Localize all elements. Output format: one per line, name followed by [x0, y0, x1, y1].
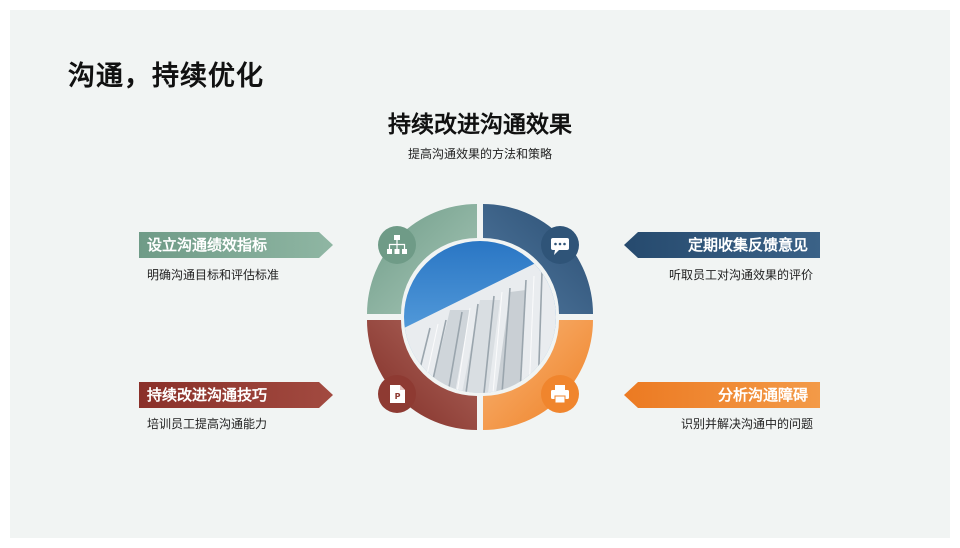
slide: 沟通，持续优化 持续改进沟通效果 提高沟通效果的方法和策略 设立沟通绩效指标 明…	[10, 10, 950, 538]
quadrant-red	[367, 320, 477, 430]
powerpoint-icon: P	[378, 375, 416, 413]
desc-performance-metrics: 明确沟通目标和评估标准	[147, 268, 280, 282]
section-subheading: 提高沟通效果的方法和策略	[407, 147, 552, 161]
section-heading: 持续改进沟通效果	[388, 112, 572, 138]
label-performance-metrics: 设立沟通绩效指标	[139, 232, 333, 258]
chat-icon	[541, 226, 579, 264]
building-photo	[404, 241, 556, 393]
slide-title: 沟通，持续优化	[68, 61, 264, 92]
quadrant-orange	[483, 320, 593, 430]
label-collect-feedback: 定期收集反馈意见	[624, 232, 820, 258]
desc-collect-feedback: 听取员工对沟通效果的评价	[668, 268, 813, 282]
label-analyze-barriers: 分析沟通障碍	[624, 382, 820, 408]
printer-icon	[541, 375, 579, 413]
quadrant-ring-graphic: P	[367, 204, 593, 430]
desc-improve-skills: 培训员工提高沟通能力	[147, 417, 268, 431]
sitemap-icon	[378, 226, 416, 264]
svg-text:P: P	[395, 392, 401, 401]
quadrant-green	[367, 204, 477, 314]
label-improve-skills: 持续改进沟通技巧	[139, 382, 333, 408]
quadrant-navy	[483, 204, 593, 314]
desc-analyze-barriers: 识别并解决沟通中的问题	[680, 417, 813, 431]
